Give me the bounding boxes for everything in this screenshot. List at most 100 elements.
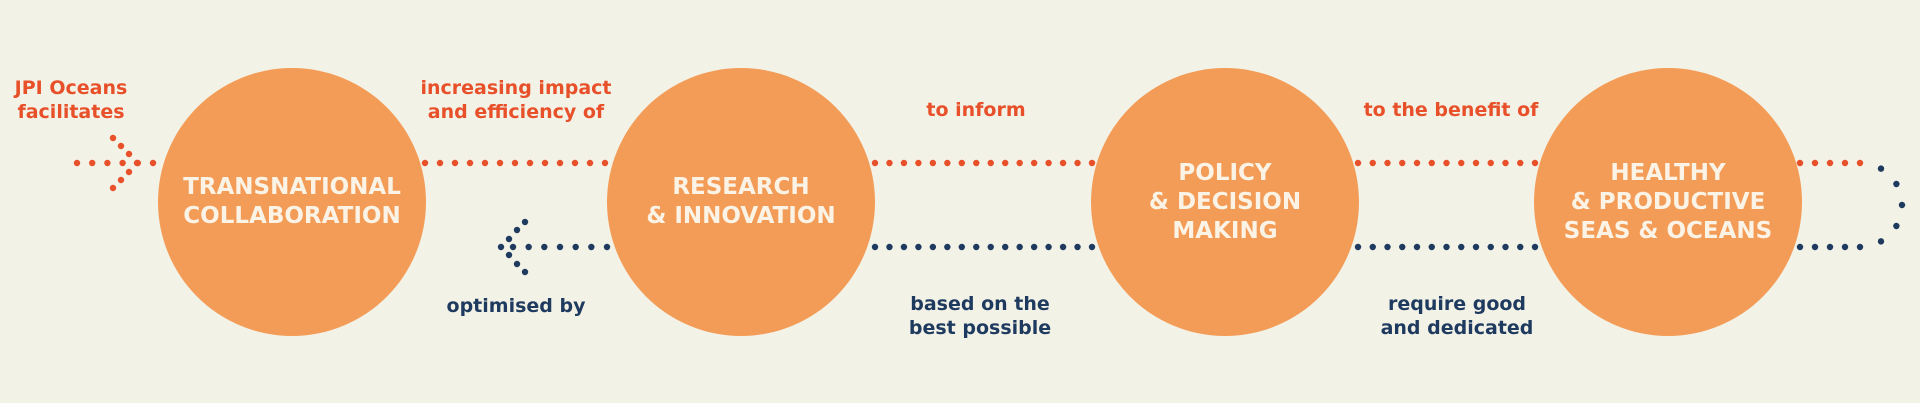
node-text: SEAS & OCEANS	[1563, 217, 1773, 244]
forward-arrowhead-dot	[117, 142, 125, 150]
backward-dot	[987, 243, 994, 251]
backward-arrowhead-dot	[521, 218, 529, 226]
forward-dot	[496, 159, 504, 167]
backward-dot	[1428, 243, 1435, 251]
forward-dot	[886, 159, 893, 167]
backward-dot	[1074, 243, 1081, 251]
forward-dot	[1487, 159, 1494, 167]
forward-dot	[1413, 159, 1421, 167]
forward-dot	[871, 159, 879, 167]
forward-dot	[1856, 159, 1864, 167]
backward-dot	[1030, 243, 1038, 251]
return-curve-dot	[1893, 222, 1900, 230]
backward-arrowhead-dot	[505, 235, 513, 243]
forward-dot	[1811, 159, 1819, 167]
forward-dot	[900, 159, 908, 167]
forward-dot	[1472, 159, 1480, 167]
backward-dot	[1016, 243, 1023, 251]
forward-dot	[586, 159, 594, 167]
backward-dot	[1856, 243, 1864, 251]
backward-dot	[973, 243, 980, 251]
forward-dot	[973, 159, 980, 167]
backward-dot	[1443, 243, 1450, 251]
forward-dot	[1428, 159, 1435, 167]
backward-dot	[1045, 243, 1052, 251]
node-text: & PRODUCTIVE	[1570, 188, 1766, 215]
forward-dot	[958, 159, 965, 167]
forward-dot	[1517, 159, 1524, 167]
forward-dot	[1502, 159, 1509, 167]
forward-dot	[89, 159, 96, 167]
backward-dot	[1811, 243, 1819, 251]
backward-dot	[1059, 243, 1067, 251]
backward-dot	[1399, 243, 1406, 251]
forward-dot	[541, 159, 549, 167]
forward-dot	[511, 159, 519, 167]
forward-dot	[1002, 159, 1009, 167]
node-research-innovation: RESEARCH& INNOVATION	[607, 68, 875, 336]
backward-arrowhead-dot	[513, 226, 521, 234]
forward-dot	[1088, 159, 1096, 167]
node-text: MAKING	[1172, 217, 1278, 244]
label-to-inform: to inform	[926, 99, 1026, 121]
backward-dot	[572, 243, 579, 251]
forward-dot	[1354, 159, 1362, 167]
forward-dot	[1443, 159, 1450, 167]
forward-dot	[421, 159, 429, 167]
backward-dot	[603, 243, 611, 251]
node-text: HEALTHY	[1610, 159, 1726, 186]
forward-dot	[929, 159, 937, 167]
backward-dot	[1002, 243, 1009, 251]
forward-arrowhead-dot	[133, 159, 141, 167]
backward-dot	[1841, 243, 1849, 251]
backward-dot	[509, 243, 517, 251]
backward-dot	[1487, 243, 1494, 251]
backward-dot	[1517, 243, 1524, 251]
forward-dot	[1531, 159, 1539, 167]
node-text: POLICY	[1178, 159, 1272, 186]
forward-dot	[571, 159, 579, 167]
backward-dot	[958, 243, 965, 251]
backward-dot	[1531, 243, 1539, 251]
backward-dot	[886, 243, 893, 251]
forward-arrowhead-dot	[125, 168, 133, 176]
return-curve-dot	[1877, 165, 1885, 172]
forward-dot	[1384, 159, 1391, 167]
node-transnational-collaboration: TRANSNATIONAL COLLABORATION	[158, 68, 426, 336]
backward-dot	[1472, 243, 1480, 251]
forward-dot	[104, 159, 111, 167]
forward-arrowhead-dot	[125, 150, 133, 158]
forward-dot	[119, 159, 126, 167]
backward-dot	[1796, 243, 1804, 251]
node-text: COLLABORATION	[183, 203, 401, 229]
backward-dot	[929, 243, 937, 251]
backward-dot	[1458, 243, 1465, 251]
node-text: & INNOVATION	[646, 203, 836, 229]
forward-dot	[1074, 159, 1081, 167]
forward-dot	[915, 159, 922, 167]
forward-dot	[1369, 159, 1376, 167]
forward-dot	[1826, 159, 1834, 167]
return-curve-dot	[1877, 238, 1885, 245]
backward-dot	[525, 243, 532, 251]
label-to-the-benefit-of: to the benefit of	[1363, 99, 1539, 121]
backward-dot	[871, 243, 879, 251]
backward-dot	[1502, 243, 1509, 251]
forward-dot	[436, 159, 444, 167]
backward-dot	[588, 243, 595, 251]
backward-dot	[1354, 243, 1362, 251]
backward-dot	[944, 243, 951, 251]
backward-dot	[915, 243, 922, 251]
label-optimised-by: optimised by	[446, 295, 586, 317]
forward-dot	[1399, 159, 1406, 167]
backward-dot	[900, 243, 908, 251]
return-curve-dot	[1898, 201, 1906, 209]
backward-dot	[1826, 243, 1834, 251]
forward-dot	[1045, 159, 1052, 167]
node-text: TRANSNATIONAL	[183, 174, 401, 200]
